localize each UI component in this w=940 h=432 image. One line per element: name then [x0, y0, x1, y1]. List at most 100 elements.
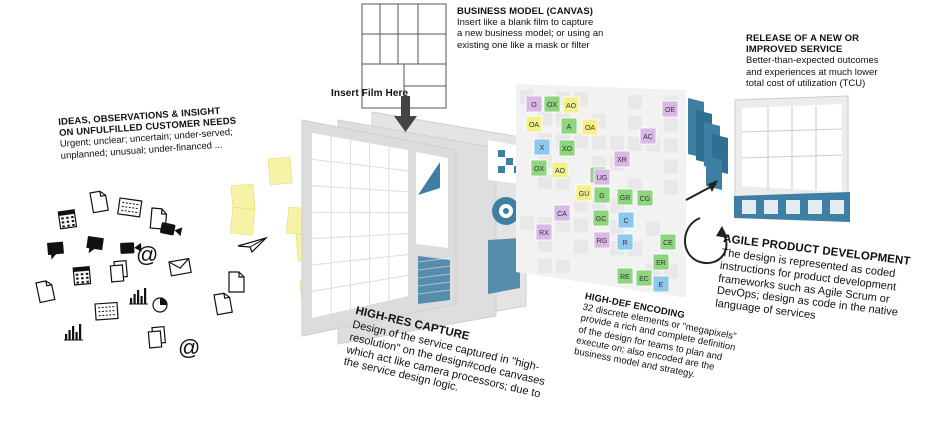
empty-tile	[646, 222, 660, 236]
encoding-tile-label: RX	[539, 230, 549, 237]
encoding-tile-label: O	[531, 102, 537, 109]
empty-tile	[574, 134, 588, 148]
encoding-tile: RE	[617, 268, 633, 284]
encoding-tile: OA	[582, 119, 598, 135]
encoding-tile: C	[618, 212, 634, 228]
encoding-tiles: OOXAOOEOAAOAACXXOXROXAOUUGGUGGRCGCAGCCRX…	[516, 84, 686, 298]
encoding-tile-label: ER	[656, 260, 666, 267]
empty-tile	[574, 239, 588, 253]
encoding-tile: OX	[544, 96, 560, 112]
encoding-tile: AO	[552, 162, 568, 178]
encoding-tile-label: XR	[617, 157, 627, 164]
sticky-note	[230, 207, 255, 235]
encoding-tile: GU	[576, 185, 592, 201]
encoding-tile-label: RG	[597, 238, 608, 245]
encoding-tile-label: OE	[665, 107, 675, 114]
patterned-block	[418, 256, 450, 304]
encoding-tile: E	[653, 276, 669, 292]
checker-square	[506, 158, 513, 165]
encoding-tile: CA	[554, 205, 570, 221]
release-body-3: total cost of utilization (TCU)	[746, 78, 879, 89]
encoding-tile: RG	[594, 232, 610, 248]
release-slot	[764, 200, 778, 214]
empty-tile	[664, 180, 678, 194]
front-canvas-side-panel	[416, 152, 448, 248]
empty-tile	[664, 159, 678, 173]
at-sign-icon: @	[136, 242, 158, 267]
encoding-tile: X	[534, 139, 550, 155]
empty-tile	[574, 218, 588, 232]
calendar-icon	[58, 210, 76, 229]
encoding-tile: G	[594, 187, 610, 203]
insert-film-text: Insert Film Here	[331, 88, 408, 100]
encoding-tile: CE	[660, 234, 676, 250]
release-block: RELEASE OF A NEW OR IMPROVED SERVICE Bet…	[746, 33, 879, 89]
document-icon	[90, 190, 108, 212]
checker-square	[498, 150, 505, 157]
encoding-tile-label: G	[599, 193, 604, 200]
business-model-block: BUSINESS MODEL (CANVAS) Insert like a bl…	[457, 6, 603, 51]
checker-square	[498, 166, 505, 173]
empty-tile	[664, 138, 678, 152]
encoding-tile: R	[617, 234, 633, 250]
encoding-tile: AO	[563, 97, 579, 113]
encoding-tile-label: OA	[585, 125, 595, 132]
empty-tile	[520, 216, 534, 230]
empty-tile	[538, 175, 552, 189]
encoding-tile-label: C	[623, 218, 628, 225]
document-icon	[36, 280, 55, 303]
empty-tile	[610, 136, 624, 150]
bar-chart-icon	[64, 324, 83, 340]
encoding-tile-label: GC	[596, 216, 607, 223]
encoding-tile: EC	[636, 270, 652, 286]
pages-icon	[110, 261, 128, 282]
sticky-note	[268, 157, 292, 185]
release-heading-2: IMPROVED SERVICE	[746, 44, 879, 55]
back-panel-top	[488, 140, 520, 184]
target-core	[503, 208, 509, 214]
chat-bubble-icon	[47, 242, 64, 260]
back-patterned-block	[488, 238, 520, 294]
idea-icons: @@	[36, 190, 266, 360]
release-slot	[808, 200, 822, 214]
encoding-tile: ER	[653, 254, 669, 270]
video-camera-icon	[160, 222, 183, 237]
bar-chart-icon	[129, 288, 148, 304]
business-model-body-2: a new business model; or using an	[457, 28, 603, 39]
encoding-tile-label: EC	[639, 276, 649, 283]
encoding-tile-label: E	[659, 282, 664, 289]
encoding-tile-label: CE	[663, 240, 673, 247]
release-body-1: Better-than-expected outcomes	[746, 55, 879, 66]
encoding-tile: UG	[594, 169, 610, 185]
encoding-tile-label: RE	[620, 274, 630, 281]
encoding-tile-label: UG	[597, 175, 608, 182]
pages-icon	[148, 327, 166, 348]
encoding-tile: O	[526, 96, 542, 112]
paper-plane-icon	[238, 238, 266, 252]
release-heading-1: RELEASE OF A NEW OR	[746, 33, 879, 44]
encoding-tile-label: AO	[555, 168, 566, 175]
encoding-tile: A	[561, 118, 577, 134]
encoding-tile: XR	[614, 151, 630, 167]
encoding-tile-label: GU	[579, 191, 590, 198]
encoding-tile-label: OX	[534, 166, 544, 173]
business-model-heading: BUSINESS MODEL (CANVAS)	[457, 6, 603, 17]
encoding-tile: OX	[531, 160, 547, 176]
encoding-tile-label: OX	[547, 102, 557, 109]
release-slot	[830, 200, 844, 214]
encoding-tile: OA	[526, 116, 542, 132]
encoding-tile-label: XO	[562, 146, 573, 153]
encoding-tile-label: CG	[640, 196, 651, 203]
encoding-tile: GC	[593, 210, 609, 226]
pie-chart-icon	[153, 298, 167, 312]
business-model-body-1: Insert like a blank film to capture	[457, 17, 603, 28]
empty-tile	[538, 259, 552, 273]
encoding-tile: GR	[617, 189, 633, 205]
calendar-icon	[73, 267, 90, 285]
at-sign-icon: @	[178, 335, 200, 360]
encoding-tile: AC	[640, 128, 656, 144]
encoding-tile: RX	[536, 224, 552, 240]
insert-film-label: Insert Film Here	[331, 88, 408, 100]
release-slot	[742, 200, 756, 214]
